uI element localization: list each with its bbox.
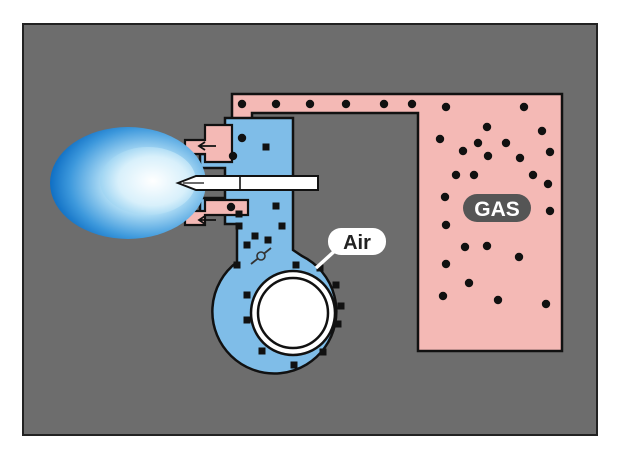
gas-particle	[482, 122, 492, 132]
gas-particle	[473, 138, 483, 148]
gas-particle	[237, 133, 247, 143]
gas-particle	[483, 151, 493, 161]
gas-particle	[482, 241, 492, 251]
gas-particle	[441, 220, 451, 230]
gas-particle	[237, 99, 247, 109]
gas-particle	[341, 99, 351, 109]
gas-particle	[440, 192, 450, 202]
gas-particle	[458, 146, 468, 156]
air-particle	[251, 232, 259, 240]
gas-label: GAS	[474, 198, 520, 221]
gas-particle	[545, 147, 555, 157]
air-particles	[233, 143, 345, 369]
gas-particle	[545, 206, 555, 216]
gas-particle	[460, 242, 470, 252]
gas-flow-arrow-bottom	[197, 215, 216, 225]
gas-label-badge	[463, 194, 531, 222]
gas-particle	[469, 170, 479, 180]
burner-flame-core	[100, 147, 196, 215]
air-particle	[272, 202, 280, 210]
gas-particle	[441, 259, 451, 269]
air-particle	[278, 222, 286, 230]
air-particle	[233, 261, 241, 269]
air-particle	[332, 281, 340, 289]
air-particle	[292, 261, 300, 269]
gas-particle	[493, 295, 503, 305]
air-particle	[243, 291, 251, 299]
air-particle	[264, 236, 272, 244]
air-particle	[258, 347, 266, 355]
gas-particle	[438, 291, 448, 301]
gas-particle	[441, 102, 451, 112]
air-particle	[337, 302, 345, 310]
gas-particle	[501, 138, 511, 148]
gas-particles	[226, 99, 555, 309]
air-particle	[243, 241, 251, 249]
gas-particle	[271, 99, 281, 109]
gas-flow-arrow-top	[197, 141, 216, 151]
gas-particle	[407, 99, 417, 109]
gas-particle	[528, 170, 538, 180]
gas-particle	[515, 153, 525, 163]
blower-fan-inner	[256, 276, 330, 350]
air-particle	[316, 264, 324, 272]
gas-particle	[451, 170, 461, 180]
air-damper-pivot	[256, 251, 266, 261]
air-label: Air	[343, 232, 371, 254]
air-particle	[235, 222, 243, 230]
air-particle	[262, 143, 270, 151]
air-particle	[235, 210, 243, 218]
gas-particle	[464, 278, 474, 288]
gas-particle	[537, 126, 547, 136]
gas-particle	[435, 134, 445, 144]
gas-particle	[305, 99, 315, 109]
gas-particle	[379, 99, 389, 109]
gas-particle	[226, 202, 236, 212]
air-particle	[334, 320, 342, 328]
air-label-bubble	[328, 228, 386, 255]
ignition-electrode	[175, 175, 319, 191]
air-particle	[243, 316, 251, 324]
gas-particle	[514, 252, 524, 262]
gas-particle	[519, 102, 529, 112]
gas-particle	[228, 151, 238, 161]
air-particle	[319, 348, 327, 356]
air-particle	[290, 361, 298, 369]
gas-particle	[541, 299, 551, 309]
gas-particle	[543, 179, 553, 189]
